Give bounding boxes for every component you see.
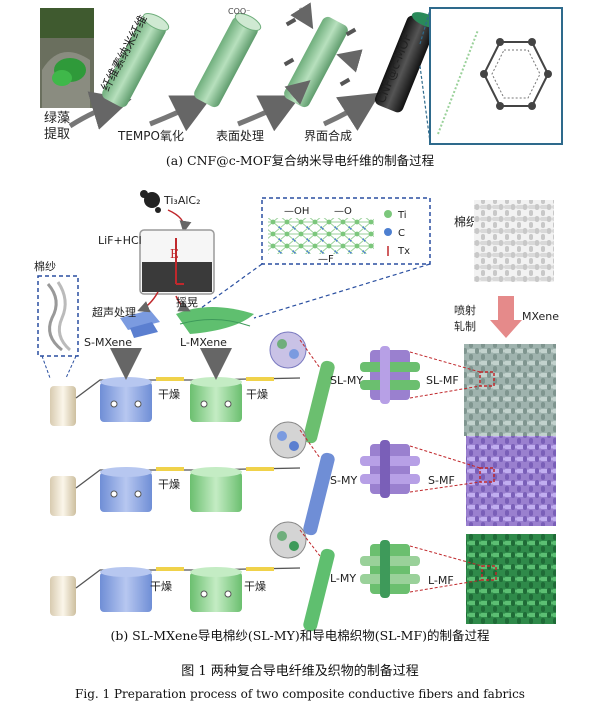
tank-s-3 <box>100 572 152 612</box>
legend-ti: Ti <box>397 210 407 221</box>
tank-s-1 <box>100 382 152 422</box>
label-mxene: MXene <box>522 310 559 323</box>
label-algae: 绿藻 <box>44 111 70 126</box>
beaker <box>139 229 215 295</box>
label-dry-1b: 干燥 <box>246 388 268 401</box>
label-shake: 摇晃 <box>176 295 198 309</box>
cnf-rod <box>102 13 170 108</box>
label-dry-1a: 干燥 <box>158 388 180 401</box>
panel-a: 绿藻 提取 纤维素纳米纤维 TEMPO氧化 COO⁻ 表面处理 <box>40 2 563 168</box>
mof-zoom-box <box>429 7 563 145</box>
label-s-mf: S-MF <box>428 474 455 487</box>
oxidized-rod: COO⁻ <box>194 7 262 108</box>
label-oh: —OH <box>284 206 309 217</box>
figure-title-en: Fig. 1 Preparation process of two compos… <box>75 687 525 701</box>
fabric-sl-mf <box>464 344 556 436</box>
label-sl-my: SL-MY <box>330 374 363 387</box>
interface-rod <box>283 2 363 108</box>
row-l: 干燥 干燥 L-MY L-MF <box>50 521 556 632</box>
spool-1 <box>50 386 76 426</box>
label-extract: 提取 <box>44 126 70 142</box>
tank-s-2 <box>100 472 152 512</box>
label-spray: 喷射 <box>454 303 476 317</box>
yarn-sl-my <box>303 360 335 444</box>
ti3alc2-particle <box>144 192 160 208</box>
label-s-my: S-MY <box>330 474 357 487</box>
label-e: E <box>170 247 179 261</box>
yarn-cross-section-2 <box>269 421 307 459</box>
s-mxene-flakes <box>120 310 160 330</box>
label-s-mxene: S-MXene <box>84 336 132 349</box>
label-ti3alc2: Ti₃AlC₂ <box>163 194 201 207</box>
yarn-l-my <box>303 548 335 632</box>
panel-b: Ti₃AlC₂ E LiF+HCl —OH —O —F Ti C Tx 超声 <box>34 190 559 643</box>
legend-tx: Tx <box>397 246 410 257</box>
spray-arrow <box>490 296 522 338</box>
label-l-my: L-MY <box>330 572 356 585</box>
caption-a: (a) CNF@c-MOF复合纳米导电纤维的制备过程 <box>166 153 435 168</box>
svg-text:COO⁻: COO⁻ <box>228 7 250 16</box>
label-l-mf: L-MF <box>428 574 454 587</box>
arrow-a3 <box>237 95 301 132</box>
cotton-fabric <box>474 200 554 282</box>
fabric-s-mf <box>466 436 556 526</box>
yarn-zoom-box <box>37 275 79 357</box>
arrow-a4 <box>322 92 381 131</box>
label-interface: 界面合成 <box>304 128 352 143</box>
arrow-a2 <box>149 95 213 132</box>
label-o: —O <box>334 206 352 217</box>
label-tempo: TEMPO氧化 <box>117 129 184 143</box>
label-roll: 轧制 <box>454 319 476 333</box>
row-s: 干燥 S-MY S-MF <box>50 421 556 536</box>
tank-l-2 <box>190 472 242 512</box>
label-sl-mf: SL-MF <box>426 374 459 387</box>
label-f: —F <box>318 254 334 265</box>
yarn-s-my <box>303 452 335 536</box>
fabric-l-mf <box>466 534 556 624</box>
tank-l-1 <box>190 382 242 422</box>
row-sl: 干燥 干燥 SL-MY SL-MF <box>50 331 556 444</box>
spool-3 <box>50 576 76 616</box>
l-mxene-sheet <box>176 307 254 334</box>
label-yarn: 棉纱 <box>34 259 56 273</box>
figure-title-cn: 图 1 两种复合导电纤维及织物的制备过程 <box>181 663 419 679</box>
label-dry-3b: 干燥 <box>244 580 266 593</box>
yarn-cross-section-3 <box>269 521 307 559</box>
label-lif-hcl: LiF+HCl <box>98 234 142 247</box>
spool-2 <box>50 476 76 516</box>
label-dry-3a: 干燥 <box>150 580 172 593</box>
legend-c: C <box>398 228 405 239</box>
yarn-cross-section-1 <box>269 331 307 369</box>
label-dry-2: 干燥 <box>158 478 180 491</box>
caption-b: (b) SL-MXene导电棉纱(SL-MY)和导电棉织物(SL-MF)的制备过… <box>110 628 490 643</box>
label-surface: 表面处理 <box>216 129 264 143</box>
label-l-mxene: L-MXene <box>180 336 227 349</box>
tank-l-3 <box>190 572 242 612</box>
label-ultrasound: 超声处理 <box>92 305 136 319</box>
